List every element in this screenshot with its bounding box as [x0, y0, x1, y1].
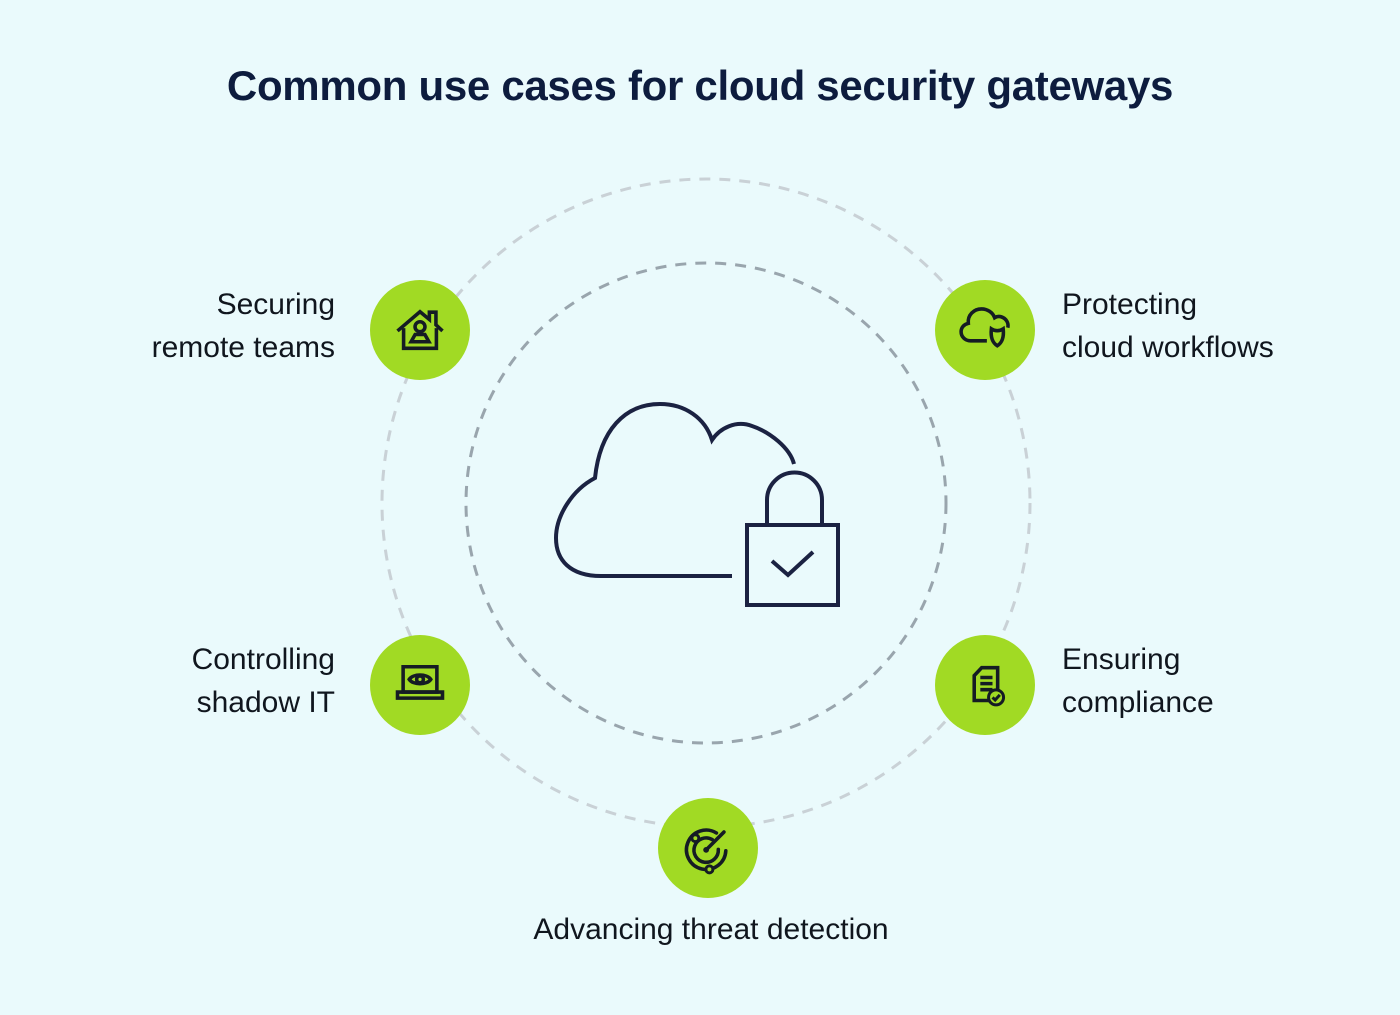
use-case-badge-securing-remote-teams	[370, 280, 470, 380]
label-line: compliance	[1062, 686, 1214, 719]
house-user-icon	[396, 309, 444, 351]
label-line: remote teams	[151, 331, 335, 364]
cloud-outline	[553, 401, 796, 578]
cloud-shield-icon	[959, 307, 1010, 348]
label-line: cloud workflows	[1062, 331, 1274, 364]
label-line: Protecting	[1062, 288, 1198, 321]
use-case-label-advancing-threat-detection: Advancing threat detection	[22, 908, 1400, 951]
use-case-label-controlling-shadow-it: Controlling shadow IT	[60, 638, 335, 724]
document-check-icon	[972, 665, 1006, 707]
use-case-badge-controlling-shadow-it	[370, 635, 470, 735]
use-case-badge-ensuring-compliance	[935, 635, 1035, 735]
label-line: shadow IT	[196, 686, 335, 719]
use-case-badge-advancing-threat-detection	[658, 798, 758, 898]
use-case-label-protecting-cloud-workflows: Protecting cloud workflows	[1062, 283, 1362, 369]
cloud-lock-graphic	[553, 401, 840, 607]
laptop-eye-icon	[395, 664, 445, 700]
lock-shackle	[765, 470, 824, 525]
label-line: Advancing threat detection	[533, 913, 889, 946]
inner-orbit-circle	[464, 261, 948, 745]
use-case-label-securing-remote-teams: Securing remote teams	[60, 283, 335, 369]
radar-icon	[684, 828, 728, 875]
label-line: Controlling	[191, 643, 335, 676]
lock-checkmark	[770, 550, 815, 578]
label-line: Ensuring	[1062, 643, 1181, 676]
cloud-lock-icon	[540, 390, 870, 630]
label-line: Securing	[216, 288, 335, 321]
page-title: Common use cases for cloud security gate…	[226, 62, 1174, 109]
use-case-badge-protecting-cloud-workflows	[935, 280, 1035, 380]
use-case-label-ensuring-compliance: Ensuring compliance	[1062, 638, 1362, 724]
lock-body	[745, 523, 840, 607]
